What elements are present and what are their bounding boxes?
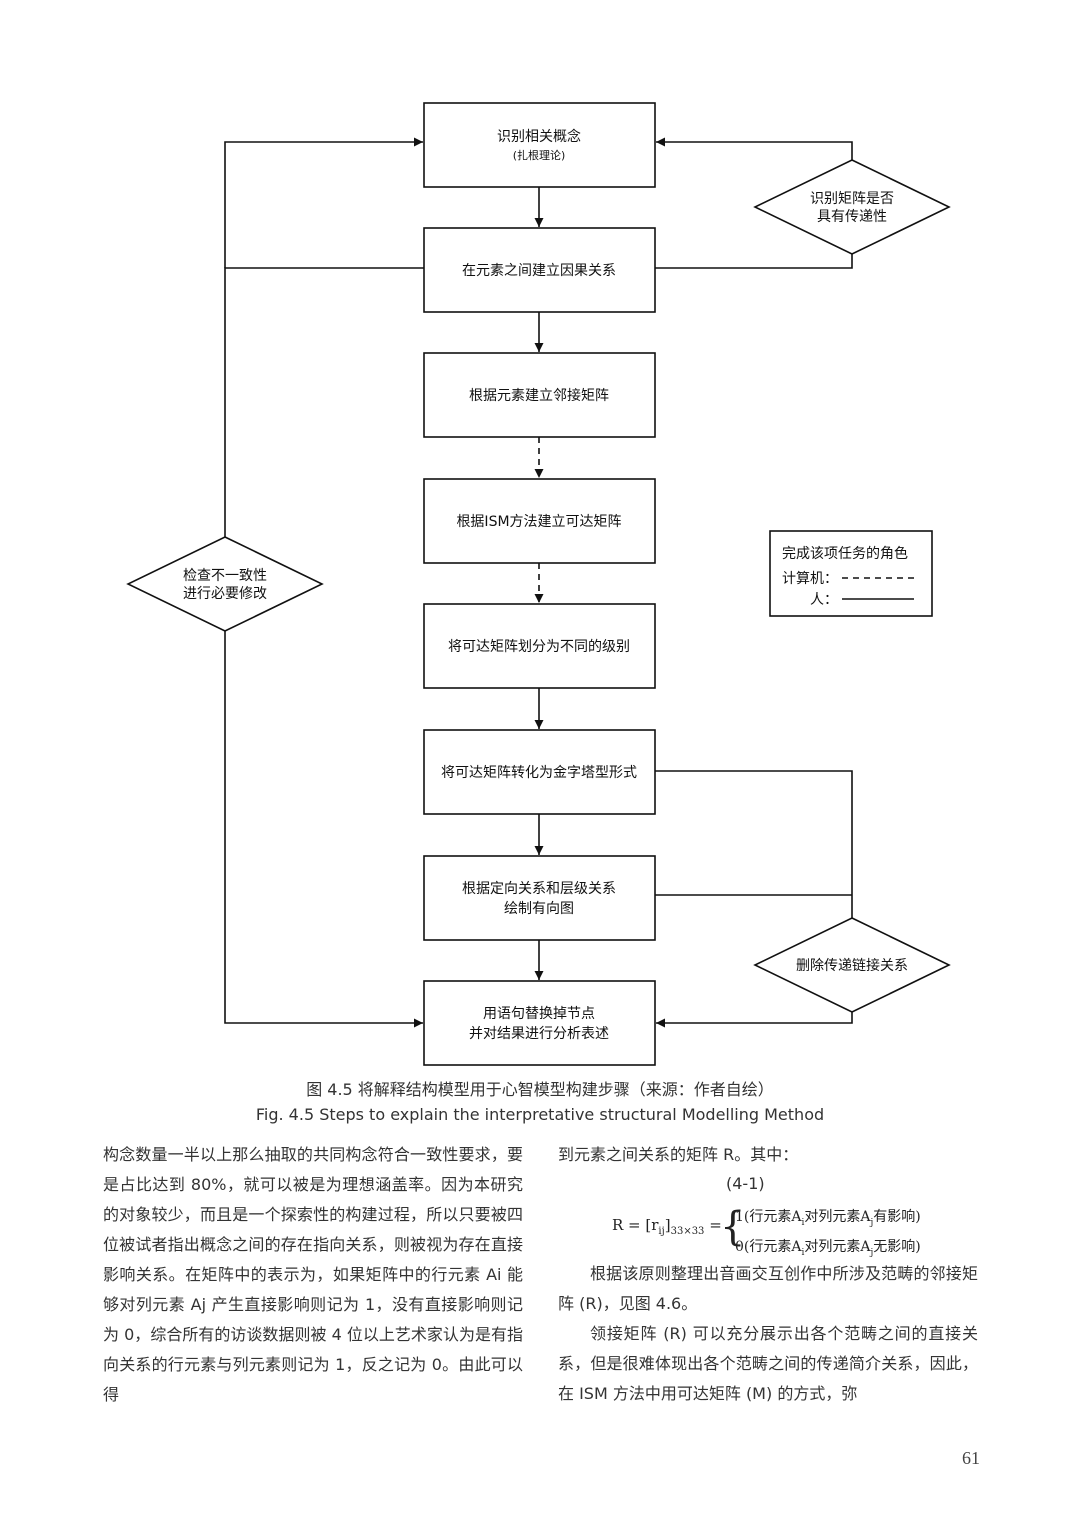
- box-replace-nodes: [423, 980, 656, 1066]
- box5-text: 将可达矩阵划分为不同的级别: [448, 639, 630, 655]
- box-identify-concepts: [423, 102, 656, 188]
- legend-computer-label: 计算机：: [782, 571, 838, 587]
- formula-lhs: R = [r: [612, 1216, 659, 1234]
- diamond-right-top-line1: 识别矩阵是否: [810, 191, 894, 207]
- right-para-2: 根据该原则整理出音画交互创作中所涉及范畴的邻接矩阵 (R)，见图 4.6。: [558, 1264, 978, 1313]
- formula-rbr: ]: [664, 1216, 671, 1234]
- left-column-text: 构念数量一半以上那么抽取的共同构念符合一致性要求，要是占比达到 80%，就可以被…: [103, 1145, 523, 1404]
- right-top-loop-in: [655, 254, 853, 269]
- right-column: 到元素之间关系的矩阵 R。其中：: [558, 1140, 978, 1170]
- diamond-check-inconsistency: [126, 536, 324, 632]
- box7-line2: 绘制有向图: [504, 901, 574, 917]
- caption-cn: 图 4.5 将解释结构模型用于心智模型构建步骤（来源：作者自绘）: [306, 1080, 774, 1099]
- diamond-right-top-line2: 具有传递性: [817, 209, 887, 225]
- box7-line1: 根据定向关系和层级关系: [462, 881, 616, 897]
- matrix-formula: R = [rij]33×33 = { 1(行元素Ai对列元素Aj有影响) 0(行…: [612, 1204, 942, 1258]
- formula-sub-size: 33×33: [670, 1226, 705, 1237]
- left-loop-bottom: [224, 631, 423, 1028]
- flowchart: 识别相关概念 (扎根理论) 在元素之间建立因果关系 根据元素建立邻接矩阵 根据I…: [126, 102, 951, 1066]
- box4-text: 根据ISM方法建立可达矩阵: [456, 514, 621, 530]
- diamond-right-bottom-text: 删除传递链接关系: [796, 957, 908, 974]
- left-loop-top: [224, 267, 424, 537]
- box-draw-digraph: [423, 855, 656, 941]
- box3-text: 根据元素建立邻接矩阵: [469, 387, 609, 404]
- equation-number: (4-1): [726, 1174, 765, 1193]
- legend-box: [769, 530, 933, 617]
- formula-eq: =: [709, 1216, 722, 1234]
- box8-line1: 用语句替换掉节点: [483, 1005, 595, 1022]
- right-column-body: 根据该原则整理出音画交互创作中所涉及范畴的邻接矩阵 (R)，见图 4.6。 领接…: [558, 1259, 978, 1409]
- diamond-left-line1: 检查不一致性: [183, 568, 267, 584]
- diamond-left-line2: 进行必要修改: [183, 586, 267, 602]
- formula-brace: {: [720, 1204, 746, 1250]
- diamond-transitivity: [753, 159, 951, 255]
- right-para-3: 领接矩阵 (R) 可以充分展示出各个范畴之间的直接关系，但是很难体现出各个范畴之…: [558, 1324, 978, 1403]
- left-loop-to-box1: [224, 137, 423, 268]
- formula-sub-ij: ij: [658, 1226, 665, 1237]
- caption-en: Fig. 4.5 Steps to explain the interpreta…: [255, 1105, 825, 1124]
- page-number: 61: [962, 1448, 980, 1468]
- box6-text: 将可达矩阵转化为金字塔型形式: [441, 765, 637, 781]
- formula-case-2: 0(行元素Ai对列元素Aj无影响): [735, 1238, 921, 1258]
- legend-title: 完成该项任务的角色: [782, 545, 908, 562]
- box2-text: 在元素之间建立因果关系: [462, 263, 616, 279]
- legend-human-label: 人：: [810, 592, 838, 608]
- box1-line2: (扎根理论): [513, 148, 566, 162]
- right-intro: 到元素之间关系的矩阵 R。其中：: [558, 1145, 799, 1164]
- box1-line1: 识别相关概念: [497, 128, 581, 145]
- left-column: 构念数量一半以上那么抽取的共同构念符合一致性要求，要是占比达到 80%，就可以被…: [103, 1140, 523, 1410]
- right-top-loop-out: [656, 137, 853, 160]
- right-bottom-loop-in-6: [655, 770, 853, 918]
- box8-line2: 并对结果进行分析表述: [469, 1026, 609, 1042]
- right-bottom-loop-out: [656, 1012, 853, 1028]
- formula-case-1: 1(行元素Ai对列元素Aj有影响): [735, 1209, 921, 1228]
